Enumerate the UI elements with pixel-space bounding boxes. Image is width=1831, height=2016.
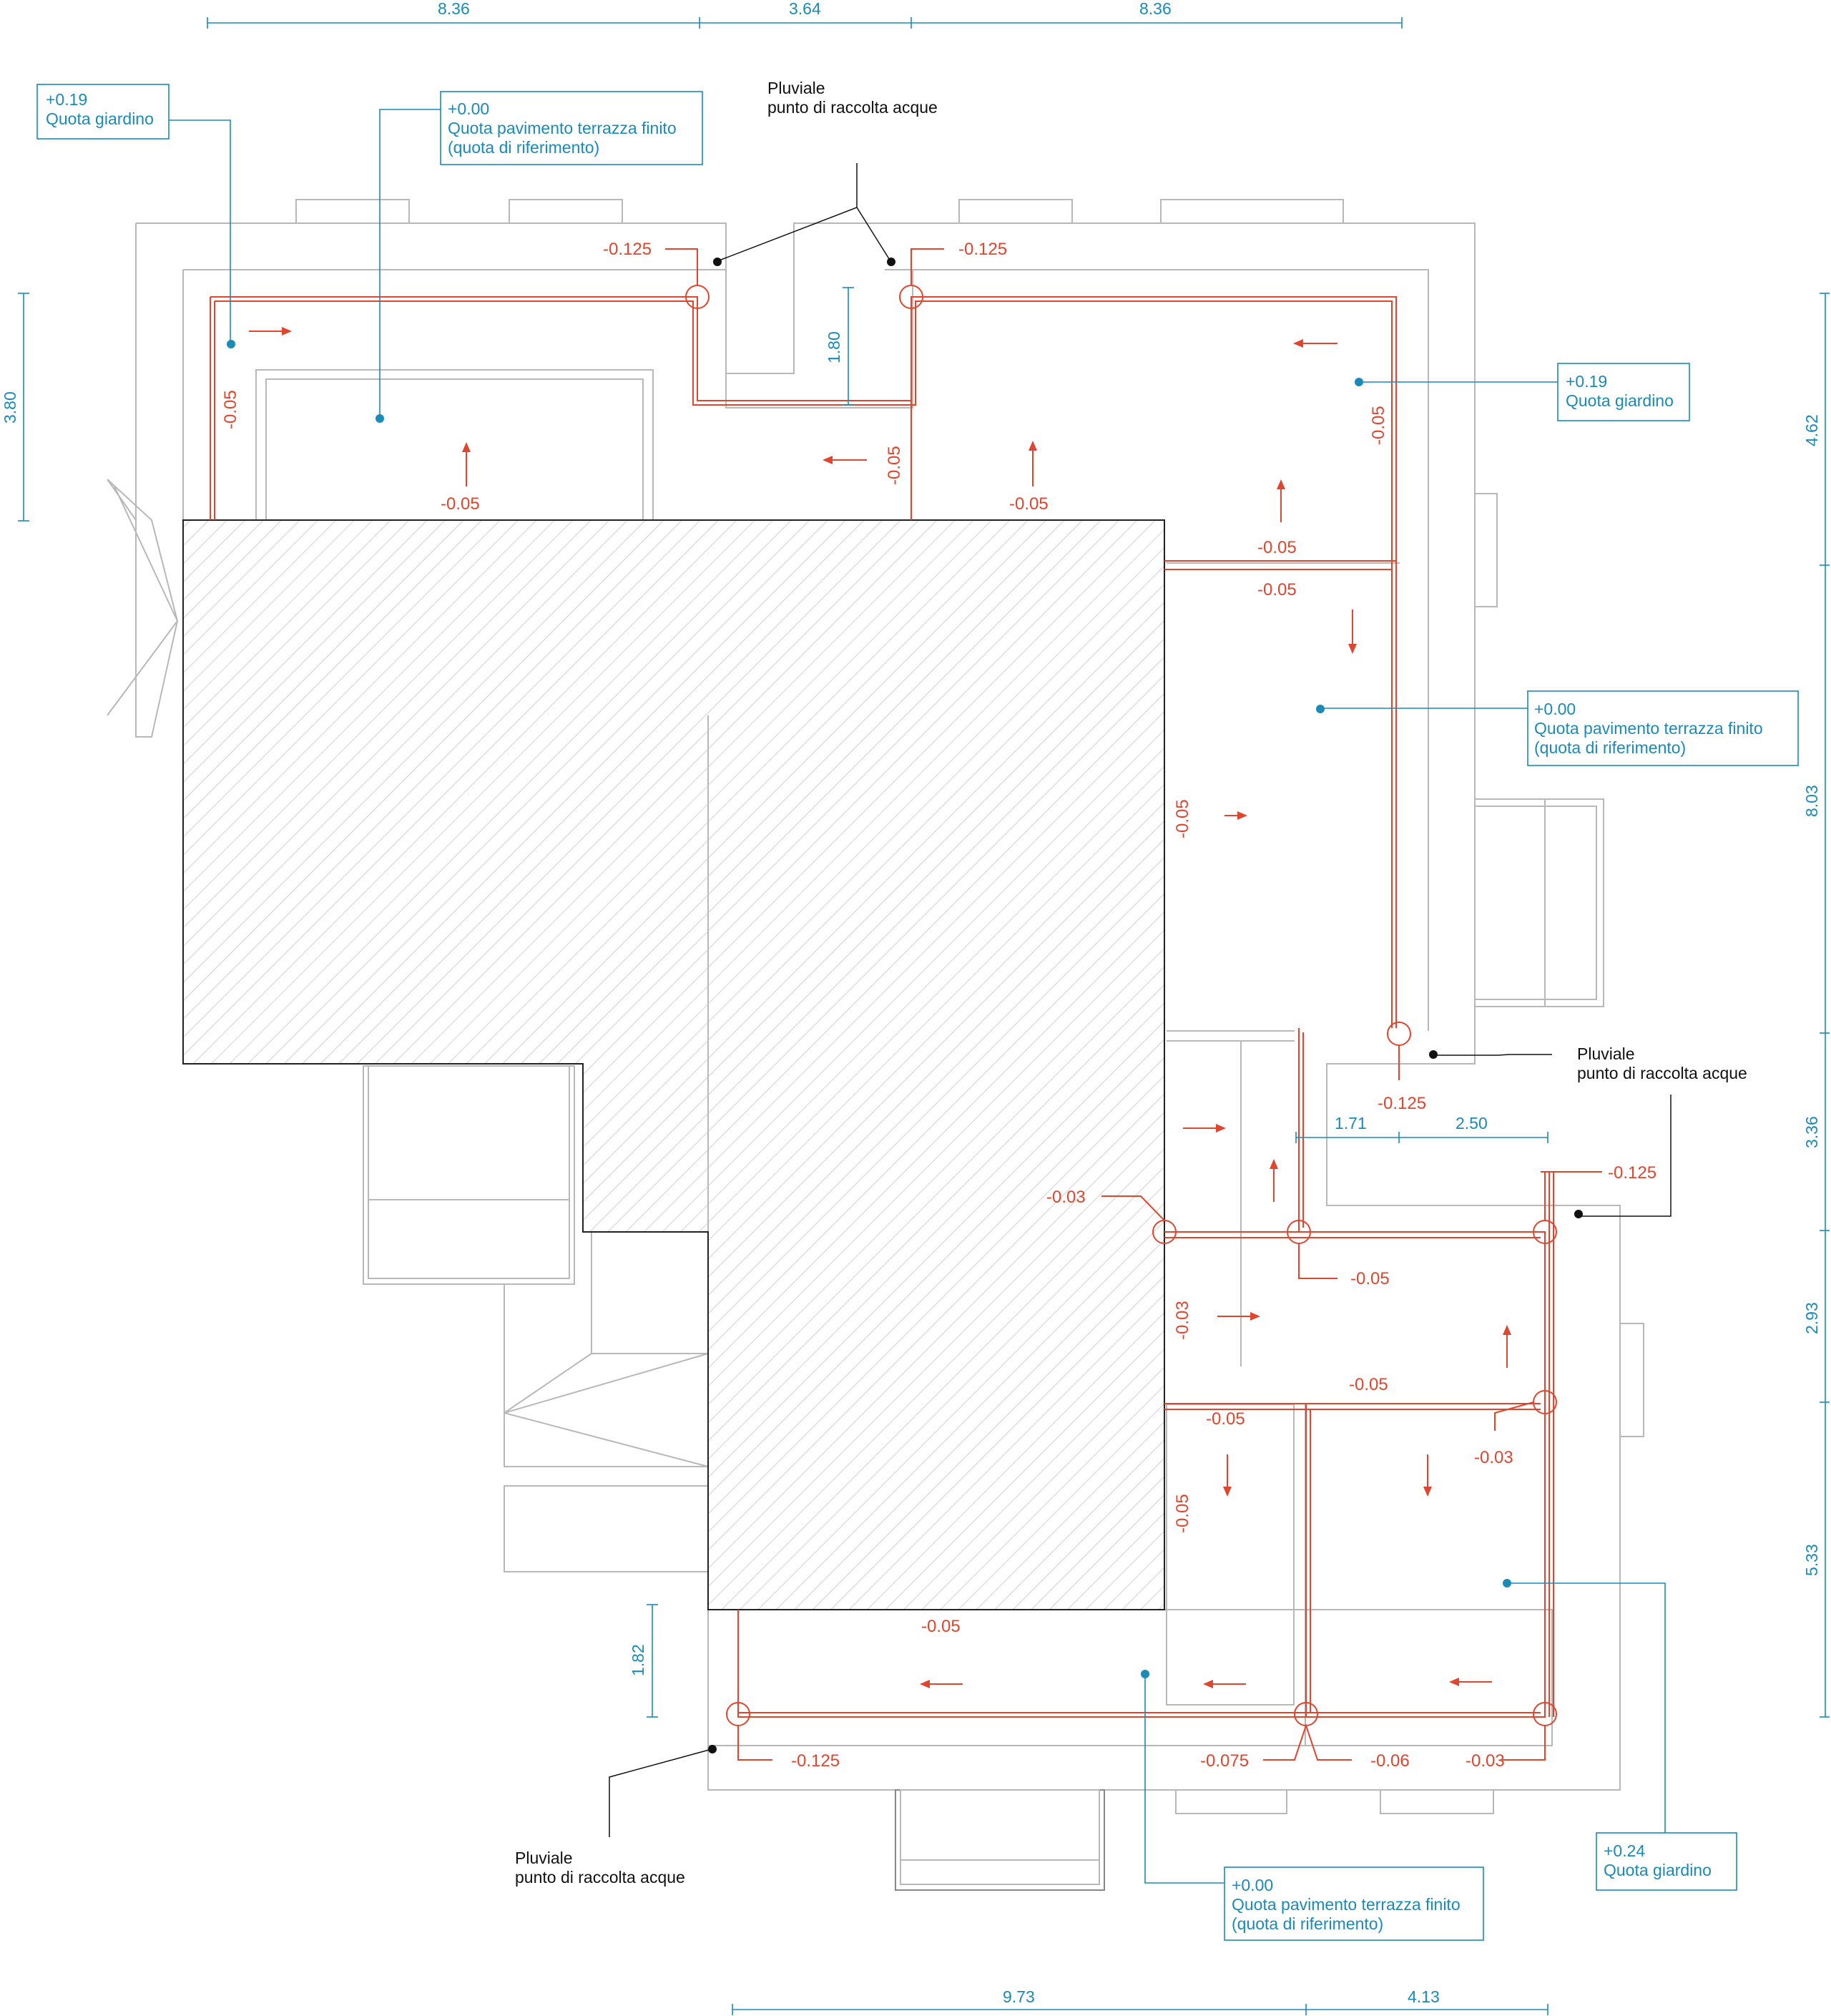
dim-right-5: 5.33 (1802, 1544, 1821, 1576)
dim-bottom-2: 4.13 (1408, 1987, 1440, 2006)
dim-inner-bottom: 1.82 (629, 1644, 647, 1676)
level-ne-bottom: -0.05 (1009, 494, 1049, 514)
dim-right-1: 4.62 (1802, 414, 1821, 446)
callout-terrace-right-label: Quota pavimento terrazza finito (1534, 719, 1763, 738)
downpipe-bottom-line2: punto di raccolta acque (515, 1868, 685, 1887)
dim-left: 3.80 (1, 391, 19, 424)
level-s-mid-corner: -0.075 (1200, 1751, 1249, 1771)
level-south-left-side: -0.05 (1173, 1494, 1192, 1533)
callout-giardino-top-left-level: +0.19 (46, 90, 87, 109)
callout-terrace-bottom-note: (quota di riferimento) (1232, 1914, 1383, 1933)
level-lower-band-left: -0.03 (1173, 1301, 1192, 1340)
level-callouts: +0.19 Quota giardino +0.00 Quota pavimen… (36, 84, 1799, 1941)
callout-terrace-bottom-label: Quota pavimento terrazza finito (1232, 1895, 1461, 1914)
downpipe-right-line2: punto di raccolta acque (1577, 1064, 1747, 1082)
level-east-right-drain: -0.125 (1378, 1094, 1426, 1113)
dim-inner-h2: 2.50 (1456, 1114, 1488, 1132)
level-ne-right-side: -0.05 (1369, 406, 1388, 445)
level-s-mid-corner-right: -0.06 (1370, 1751, 1410, 1771)
callout-giardino-bottom-right-level: +0.24 (1604, 1841, 1645, 1860)
dim-bottom-1: 9.73 (1003, 1987, 1035, 2006)
level-south-bottom: -0.05 (921, 1617, 961, 1636)
dim-top-1: 8.36 (438, 0, 470, 18)
callout-terrace-bottom-level: +0.00 (1232, 1876, 1273, 1894)
drainage-channels (210, 296, 1554, 1718)
callout-giardino-right-level: +0.19 (1566, 372, 1607, 391)
callout-giardino-bottom-right-label: Quota giardino (1604, 1861, 1712, 1879)
level-nw-bottom: -0.05 (441, 494, 480, 514)
level-lower-right-drain: -0.03 (1474, 1448, 1513, 1467)
building-footprint-hatch (182, 519, 1165, 1610)
level-top-left-corner: -0.125 (603, 240, 652, 259)
level-lower-drain-right: -0.125 (1608, 1163, 1656, 1183)
callout-terrace-top-level: +0.00 (448, 99, 489, 118)
downpipe-annotations: Pluviale punto di raccolta acque Pluvial… (515, 79, 1747, 1887)
dim-top-3: 8.36 (1139, 0, 1172, 18)
downpipe-bottom-line1: Pluviale (515, 1849, 573, 1867)
slope-arrows (249, 327, 1511, 1688)
dim-right-3: 3.36 (1802, 1116, 1821, 1148)
level-east-wing-left: -0.05 (1173, 799, 1192, 838)
level-top-right-corner: -0.125 (958, 240, 1007, 259)
level-center-vertical: -0.05 (885, 446, 904, 485)
level-nw-left-side: -0.05 (221, 390, 240, 429)
dim-right-4: 2.93 (1802, 1302, 1821, 1334)
callout-terrace-top-note: (quota di riferimento) (448, 138, 599, 157)
downpipe-right-line1: Pluviale (1577, 1044, 1635, 1063)
slope-leaders (665, 248, 1602, 1761)
dimension-lines (18, 17, 1830, 2015)
level-sw-corner: -0.125 (791, 1751, 840, 1771)
callout-terrace-top-label: Quota pavimento terrazza finito (448, 119, 677, 137)
dim-right-2: 8.03 (1802, 785, 1821, 817)
callout-terrace-right-level: +0.00 (1534, 700, 1576, 718)
level-lower-left-drain: -0.03 (1046, 1188, 1086, 1207)
callout-giardino-right-label: Quota giardino (1566, 391, 1674, 410)
dim-inner-h1: 1.71 (1335, 1114, 1367, 1132)
callout-giardino-top-left-label: Quota giardino (46, 109, 154, 128)
slope-level-labels: -0.125 -0.125 -0.05 -0.05 -0.05 -0.05 -0… (221, 240, 1656, 1771)
level-south-left-top: -0.05 (1206, 1409, 1245, 1429)
downpipe-top-line2: punto di raccolta acque (767, 98, 938, 117)
dim-inner-top: 1.80 (825, 331, 843, 363)
level-lower-band-right: -0.05 (1349, 1375, 1388, 1394)
level-east-band-bottom: -0.05 (1257, 580, 1297, 600)
level-lower-mid-drain: -0.05 (1350, 1269, 1390, 1288)
level-se-corner: -0.03 (1466, 1751, 1505, 1771)
level-east-band-top: -0.05 (1257, 538, 1297, 557)
dim-top-2: 3.64 (789, 0, 821, 18)
callout-terrace-right-note: (quota di riferimento) (1534, 738, 1686, 757)
downpipe-top-line1: Pluviale (767, 79, 825, 97)
